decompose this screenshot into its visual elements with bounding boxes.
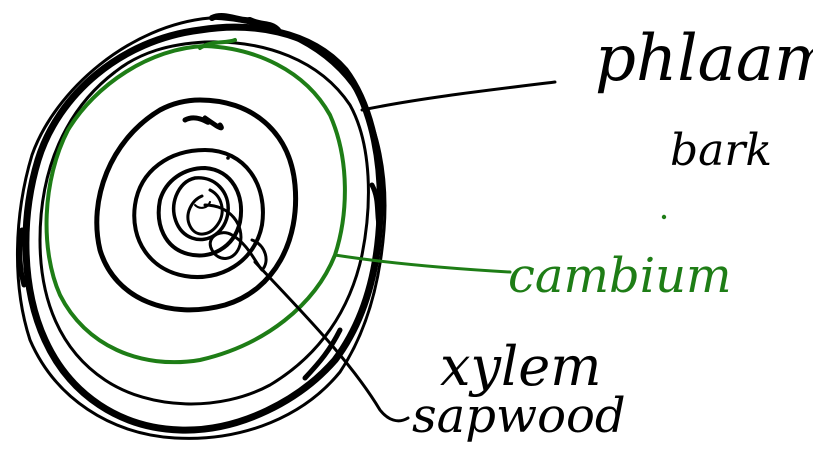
- phloem-leader-line: [362, 82, 555, 110]
- bark-ring: [17, 16, 385, 438]
- bark-label: bark: [670, 125, 772, 176]
- cambium-label: cambium: [508, 248, 732, 304]
- sapwood-label: sapwood: [412, 388, 626, 444]
- xylem-growth-rings: [97, 100, 296, 310]
- phloem-label: phlaam: [595, 22, 813, 96]
